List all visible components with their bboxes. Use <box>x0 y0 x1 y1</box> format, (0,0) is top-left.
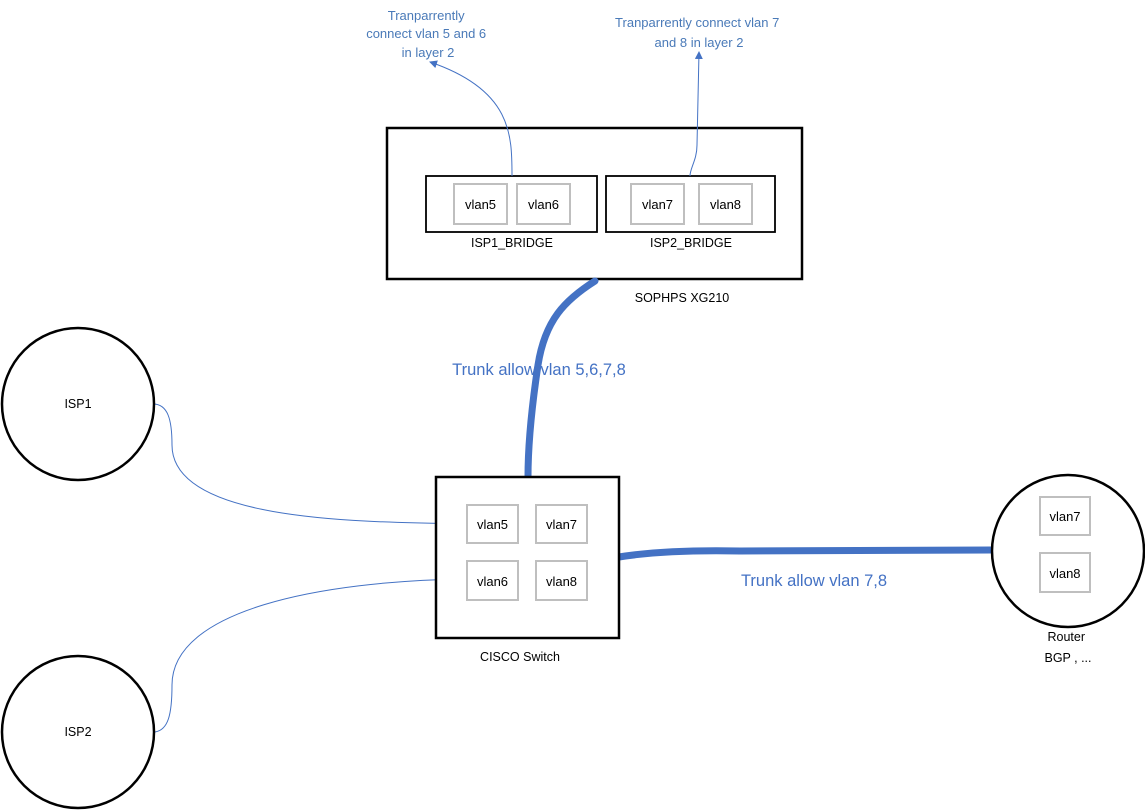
isp-label: ISP1 <box>64 397 91 411</box>
vlan-label: vlan8 <box>710 197 741 212</box>
vlan-label: vlan8 <box>546 574 577 589</box>
vlan-box <box>698 183 753 225</box>
vlan-label: vlan7 <box>642 197 673 212</box>
vlan-box <box>535 560 588 601</box>
note-line: in layer 2 <box>402 45 455 60</box>
trunk-link-router <box>615 546 996 561</box>
router-label-line: BGP , ... <box>1044 651 1091 665</box>
vlan-label: vlan5 <box>465 197 496 212</box>
router-node: vlan7 vlan8 Router BGP , ... <box>990 473 1145 665</box>
vlan-label: vlan7 <box>546 517 577 532</box>
isp2-node: ISP2 <box>0 654 156 810</box>
trunk-link-firewall <box>524 277 599 481</box>
vlan-label: vlan6 <box>528 197 559 212</box>
trunk-label-firewall: Trunk allow vlan 5,6,7,8 <box>452 361 626 379</box>
bridge-box <box>425 175 598 233</box>
bridge-label: ISP1_BRIDGE <box>471 236 553 250</box>
vlan-box <box>466 504 519 544</box>
trunk-label-router: Trunk allow vlan 7,8 <box>741 572 887 590</box>
vlan-label: vlan5 <box>477 517 508 532</box>
switch-label: CISCO Switch <box>480 650 560 664</box>
note-line: Tranparrently connect vlan 7 <box>615 15 779 30</box>
router-label-line: Router <box>1047 630 1085 644</box>
vlan-box <box>535 504 588 544</box>
router-label: Router BGP , ... <box>1044 630 1091 665</box>
router-circle <box>990 473 1145 629</box>
vlan-box <box>453 183 508 225</box>
vlan-box <box>1039 552 1091 593</box>
annotation-note-bridge2: Tranparrently connect vlan 7 and 8 in la… <box>615 15 783 50</box>
isp-circle <box>0 326 156 482</box>
note-line: Tranparrently <box>388 8 465 23</box>
annotation-arrow <box>429 60 513 177</box>
switch-box <box>434 475 621 640</box>
switch-node: vlan5 vlan7 vlan6 vlan8 CISCO Switch <box>434 475 621 664</box>
firewall-node: vlan5 vlan6 ISP1_BRIDGE vlan7 vlan8 ISP2… <box>385 126 804 305</box>
vlan-label: vlan7 <box>1049 509 1080 524</box>
vlan-box <box>630 183 685 225</box>
vlan-box <box>466 560 519 601</box>
isp2-connection <box>154 575 467 733</box>
bridge-isp1: vlan5 vlan6 ISP1_BRIDGE <box>425 175 598 250</box>
note-line: and 8 in layer 2 <box>655 35 744 50</box>
isp-label: ISP2 <box>64 725 91 739</box>
isp1-node: ISP1 <box>0 326 156 482</box>
vlan-label: vlan8 <box>1049 566 1080 581</box>
vlan-box <box>516 183 571 225</box>
vlan-label: vlan6 <box>477 574 508 589</box>
note-line: connect vlan 5 and 6 <box>366 26 486 41</box>
bridge-label: ISP2_BRIDGE <box>650 236 732 250</box>
isp1-connection <box>152 403 467 528</box>
vlan-box <box>1039 496 1091 536</box>
firewall-label: SOPHPS XG210 <box>635 291 730 305</box>
annotation-note-bridge1: Tranparrently connect vlan 5 and 6 in la… <box>366 8 490 60</box>
bridge-isp2: vlan7 vlan8 ISP2_BRIDGE <box>605 175 776 250</box>
isp-circle <box>0 654 156 810</box>
annotation-arrow <box>689 51 703 177</box>
